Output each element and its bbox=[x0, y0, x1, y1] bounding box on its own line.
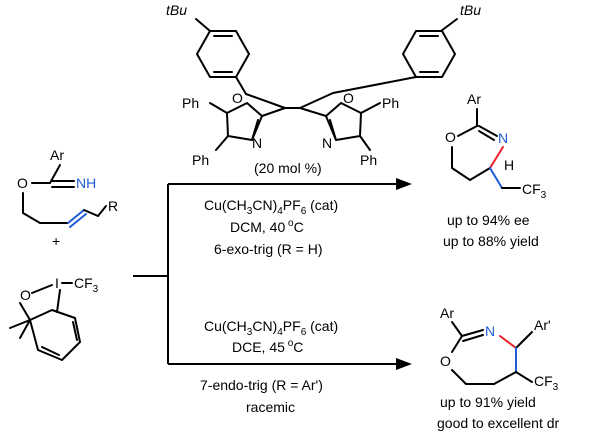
upper-mode: 6-exo-trig (R = H) bbox=[214, 241, 323, 257]
lower-catalyst: Cu(CH3CN)4PF6 (cat) bbox=[204, 318, 338, 338]
product-upper-ee: up to 94% ee bbox=[447, 212, 530, 228]
ligand-ph-1: Ph bbox=[182, 95, 199, 111]
product-lower-structure: Ar N O Ar' CF3 up to 91% yield good to e… bbox=[437, 305, 560, 431]
ligand-n-right: N bbox=[322, 135, 332, 151]
plus-sign: + bbox=[52, 233, 60, 249]
product-upper-h: H bbox=[504, 157, 514, 173]
ligand-structure: tBu tBu O N Ph Ph O N Ph bbox=[166, 2, 481, 176]
reagent-o: O bbox=[20, 287, 31, 303]
upper-solvent: DCM, 40 oC bbox=[230, 218, 304, 235]
product-lower-n: N bbox=[485, 323, 495, 339]
cf3-reagent-structure: O I CF3 bbox=[9, 275, 99, 361]
ligand-o-right: O bbox=[343, 90, 354, 106]
reactant-r: R bbox=[108, 198, 118, 214]
product-lower-cf3: CF3 bbox=[534, 373, 559, 393]
product-upper-cf3: CF3 bbox=[522, 181, 547, 201]
ligand-tbu-right: tBu bbox=[460, 2, 481, 18]
product-lower-ar: Ar bbox=[440, 305, 454, 321]
reactant-ar: Ar bbox=[50, 147, 64, 163]
ligand-ph-2: Ph bbox=[192, 152, 209, 168]
product-upper-structure: Ar O N H CF3 up to 94% ee up to 88% yiel… bbox=[443, 91, 547, 249]
reactant-o: O bbox=[17, 175, 28, 191]
product-lower-o: O bbox=[440, 353, 451, 369]
ligand-ph-3: Ph bbox=[382, 95, 399, 111]
product-lower-ar2: Ar' bbox=[534, 317, 551, 333]
upper-catalyst: Cu(CH3CN)4PF6 (cat) bbox=[204, 197, 338, 217]
reactant-structure: Ar O NH R bbox=[17, 147, 118, 228]
product-upper-o: O bbox=[445, 129, 456, 145]
reaction-arrows bbox=[133, 178, 412, 370]
reagent-i: I bbox=[55, 275, 59, 291]
ligand-loading: (20 mol %) bbox=[254, 160, 322, 176]
product-lower-yield: up to 91% yield bbox=[440, 394, 536, 410]
upper-conditions: Cu(CH3CN)4PF6 (cat) DCM, 40 oC 6-exo-tri… bbox=[204, 197, 338, 257]
product-upper-yield: up to 88% yield bbox=[443, 233, 539, 249]
ligand-n-left: N bbox=[252, 135, 262, 151]
product-upper-ar: Ar bbox=[467, 91, 481, 107]
ligand-o-left: O bbox=[232, 90, 243, 106]
ligand-ph-4: Ph bbox=[360, 152, 377, 168]
product-lower-dr: good to excellent dr bbox=[437, 415, 560, 431]
lower-conditions: Cu(CH3CN)4PF6 (cat) DCE, 45 oC 7-endo-tr… bbox=[200, 318, 338, 415]
lower-mode: 7-endo-trig (R = Ar') bbox=[200, 377, 323, 393]
product-upper-n: N bbox=[498, 130, 508, 146]
ligand-tbu-left: tBu bbox=[166, 2, 187, 18]
lower-solvent: DCE, 45 oC bbox=[232, 338, 303, 355]
lower-note: racemic bbox=[246, 399, 295, 415]
reagent-cf3: CF3 bbox=[74, 275, 99, 295]
reactant-nh: NH bbox=[76, 175, 96, 191]
